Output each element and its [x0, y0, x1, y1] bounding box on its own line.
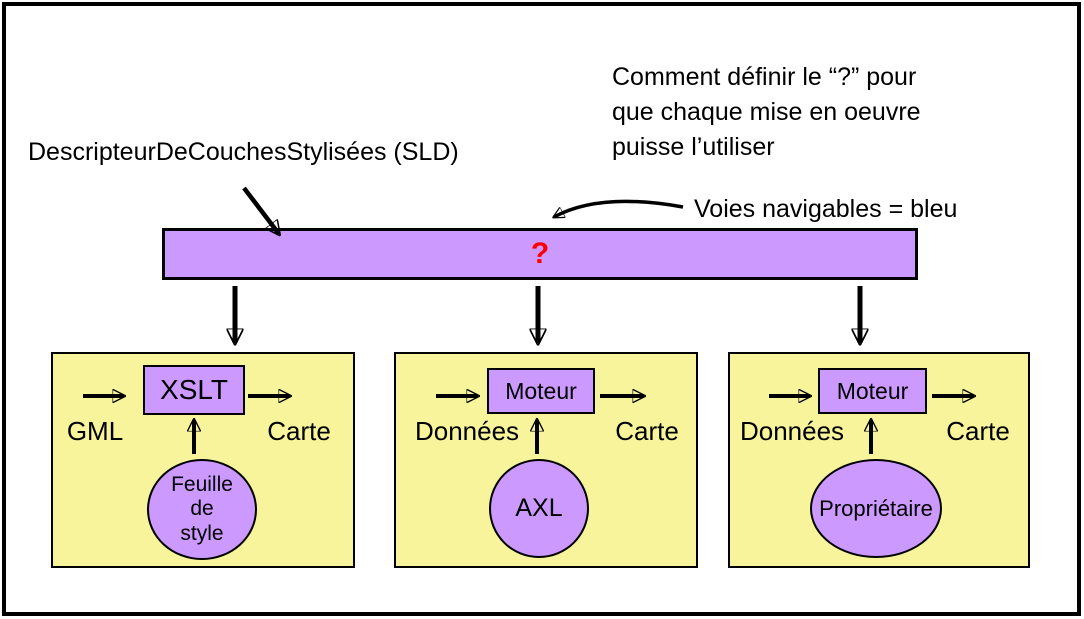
input-label-donnees: Données: [739, 416, 845, 446]
source-circle-feuille-de-style: Feuille de style: [147, 459, 257, 560]
question-note: Comment définir le “?” pour que chaque m…: [612, 63, 921, 161]
processor-box-xslt: XSLT: [143, 365, 245, 415]
sld-label: DescripteurDeCouchesStylisées (SLD): [28, 138, 459, 166]
processor-box-moteur: Moteur: [818, 368, 927, 414]
output-label-carte: Carte: [615, 416, 679, 446]
output-label-carte: Carte: [946, 416, 1010, 446]
pipeline-proprietaire: Moteur Données Carte Propriétaire: [728, 352, 1030, 568]
input-label-donnees: Données: [414, 416, 520, 446]
processor-box-moteur: Moteur: [487, 368, 595, 414]
input-label-gml: GML: [66, 416, 124, 446]
output-label-carte: Carte: [267, 416, 331, 446]
question-mark: ?: [530, 237, 550, 270]
source-circle-axl: AXL: [489, 459, 589, 558]
pipeline-xslt: XSLT GML Carte Feuille de style: [51, 352, 355, 568]
sld-bar: ?: [162, 228, 918, 280]
pipeline-axl: Moteur Données Carte AXL: [394, 352, 698, 568]
legend-note: Voies navigables = bleu: [694, 195, 958, 223]
source-ellipse-proprietaire: Propriétaire: [810, 459, 942, 558]
